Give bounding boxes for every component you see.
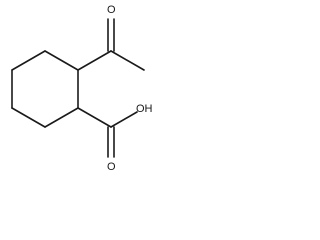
chemical-structure-diagram: O OH O	[11, 4, 153, 173]
ketone-oxygen-label: O	[107, 4, 116, 16]
cyclohexane-ring	[11, 50, 79, 128]
carboxylic-acid-group: OH O	[77, 103, 153, 173]
ring-bond-5	[11, 50, 46, 71]
ring-bond-3	[11, 107, 46, 128]
hydroxyl-label: OH	[136, 103, 153, 115]
ring-to-carboxyl-bond	[77, 107, 112, 128]
acetyl-group: O	[77, 4, 145, 71]
ring-to-acetyl-bond	[77, 50, 112, 71]
carboxyl-oh-bond	[110, 111, 138, 128]
acetyl-methyl-bond	[110, 50, 145, 71]
carbonyl-oxygen-label: O	[107, 161, 116, 173]
ring-bond-6	[44, 50, 79, 71]
ring-bond-2	[44, 107, 79, 128]
